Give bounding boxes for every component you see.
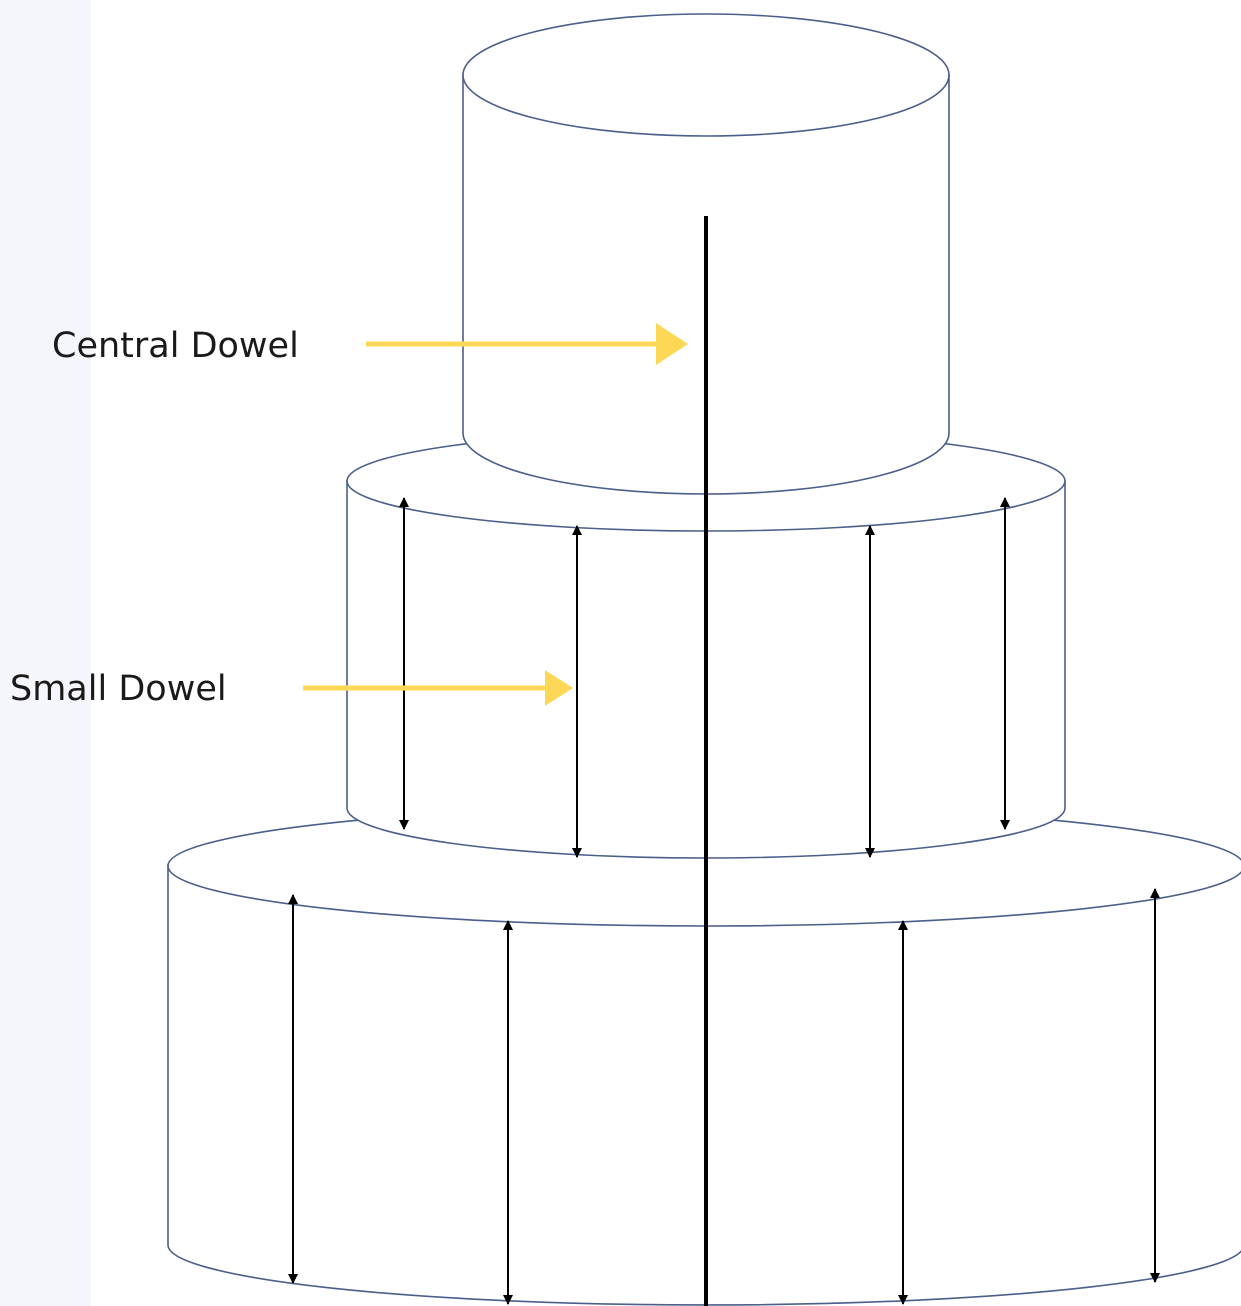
small-pointer-head <box>545 670 573 706</box>
top-tier-top <box>462 13 950 137</box>
central-dowel-label: Central Dowel <box>52 326 299 366</box>
bottom-tier-dowels <box>288 888 1160 1305</box>
small-dowel-pointer <box>303 670 573 706</box>
central-pointer-head <box>656 323 688 365</box>
central-dowel-pointer <box>366 323 688 365</box>
left-background-strip <box>0 0 91 1306</box>
small-dowel-label: Small Dowel <box>10 669 227 709</box>
middle-tier-dowels <box>399 497 1010 858</box>
